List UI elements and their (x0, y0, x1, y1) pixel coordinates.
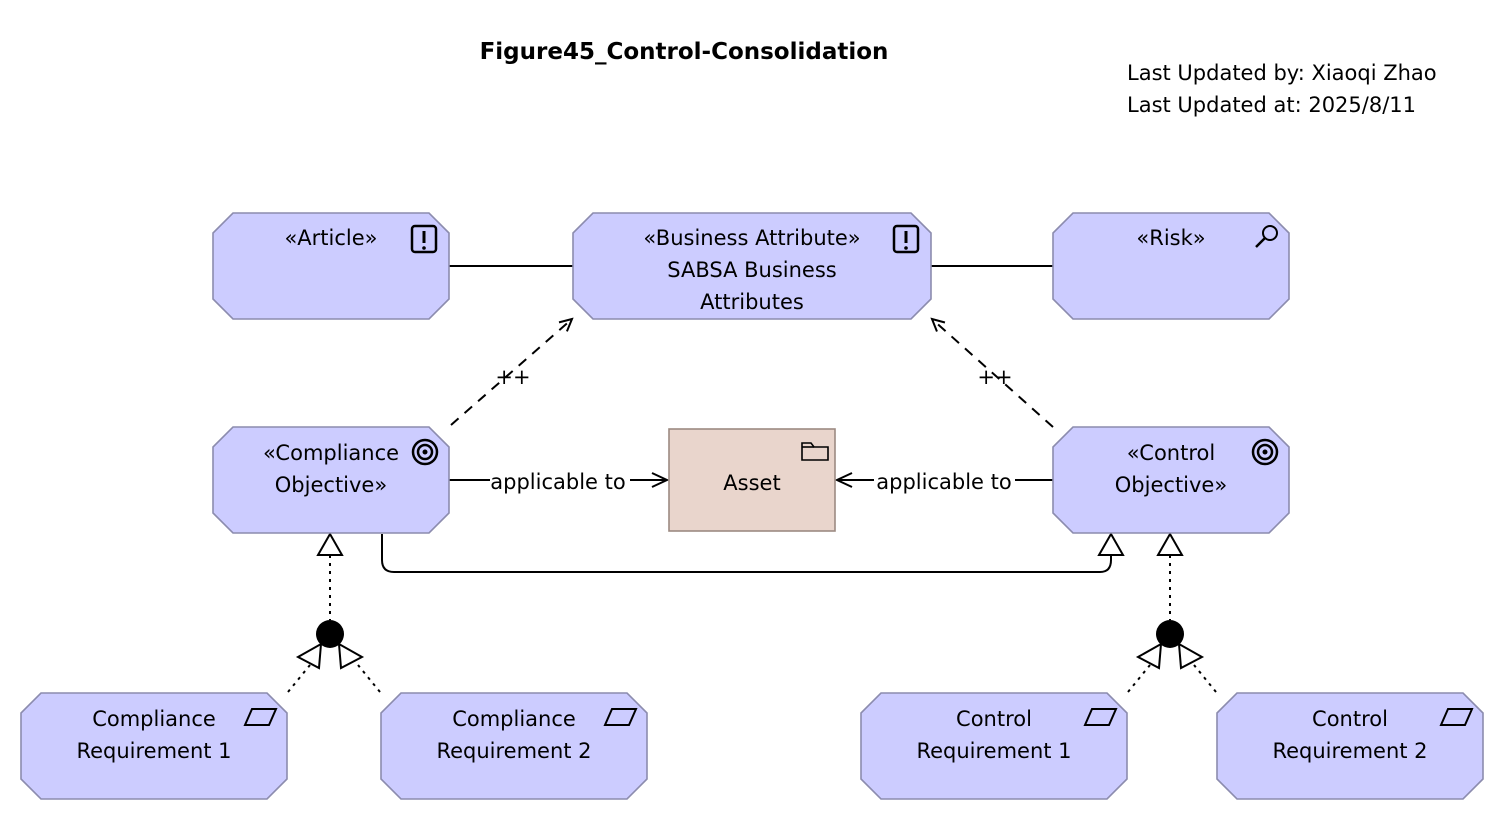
node-label-line-2: Requirement 2 (436, 739, 591, 763)
node-label-line-1: Control (956, 707, 1032, 731)
node-label-line-1: Compliance (92, 707, 216, 731)
node-label-line-2: Requirement 1 (916, 739, 1071, 763)
influence-label: ++ (495, 365, 530, 389)
node-label: Asset (723, 471, 780, 495)
association-label: applicable to (876, 470, 1011, 494)
node-label: «Article» (284, 226, 377, 250)
realization-compliance-objective-to-control-objective (381, 531, 1125, 573)
last-updated-at: Last Updated at: 2025/8/11 (1127, 93, 1416, 117)
influence-control-objective-to-business-attribute: ++ (932, 319, 1054, 428)
node-business-attribute[interactable]: «Business Attribute» SABSA Business Attr… (572, 212, 932, 320)
node-compliance-requirement-2[interactable]: Compliance Requirement 2 (380, 692, 648, 800)
requirement-parallelogram-icon (243, 708, 278, 726)
node-label: «Risk» (1136, 226, 1205, 250)
realization-junction-compliance (287, 531, 381, 693)
goal-target-icon (1251, 438, 1279, 466)
node-label-line-3: Attributes (700, 290, 804, 314)
association-compliance-objective-asset: applicable to (449, 470, 670, 494)
node-compliance-objective[interactable]: «Compliance Objective» (212, 426, 450, 534)
node-label-line-1: «Control (1127, 441, 1215, 465)
node-label-line-2: Objective» (1115, 473, 1227, 497)
node-label-line-2: Requirement 2 (1272, 739, 1427, 763)
node-label-line-1: Compliance (452, 707, 576, 731)
node-control-requirement-2[interactable]: Control Requirement 2 (1216, 692, 1484, 800)
requirement-exclamation-icon (892, 224, 920, 254)
node-risk[interactable]: «Risk» (1052, 212, 1290, 320)
node-article[interactable]: «Article» (212, 212, 450, 320)
realization-junction-control (1127, 531, 1217, 693)
node-label-line-2: Objective» (275, 473, 387, 497)
influence-label: ++ (977, 365, 1012, 389)
node-label-line-1: «Compliance (263, 441, 399, 465)
node-control-requirement-1[interactable]: Control Requirement 1 (860, 692, 1128, 800)
association-label: applicable to (490, 470, 625, 494)
association-control-objective-asset: applicable to (834, 470, 1053, 494)
junction-dot (316, 620, 344, 648)
diagram-title: Figure45_Control-Consolidation (480, 39, 889, 65)
node-control-objective[interactable]: «Control Objective» (1052, 426, 1290, 534)
junction-dot (1156, 620, 1184, 648)
requirement-exclamation-icon (410, 224, 438, 254)
node-asset[interactable]: Asset (668, 428, 836, 532)
last-updated-by: Last Updated by: Xiaoqi Zhao (1127, 61, 1437, 85)
node-label-line-1: «Business Attribute» (643, 226, 860, 250)
node-label-line-2: Requirement 1 (76, 739, 231, 763)
folder-icon (801, 442, 829, 461)
requirement-parallelogram-icon (1439, 708, 1474, 726)
influence-compliance-objective-to-business-attribute: ++ (450, 319, 572, 426)
node-label-line-1: Control (1312, 707, 1388, 731)
assessment-magnifier-icon (1255, 225, 1278, 248)
node-label-line-2: SABSA Business (667, 258, 837, 282)
node-compliance-requirement-1[interactable]: Compliance Requirement 1 (20, 692, 288, 800)
requirement-parallelogram-icon (603, 708, 638, 726)
requirement-parallelogram-icon (1083, 708, 1118, 726)
goal-target-icon (411, 438, 439, 466)
